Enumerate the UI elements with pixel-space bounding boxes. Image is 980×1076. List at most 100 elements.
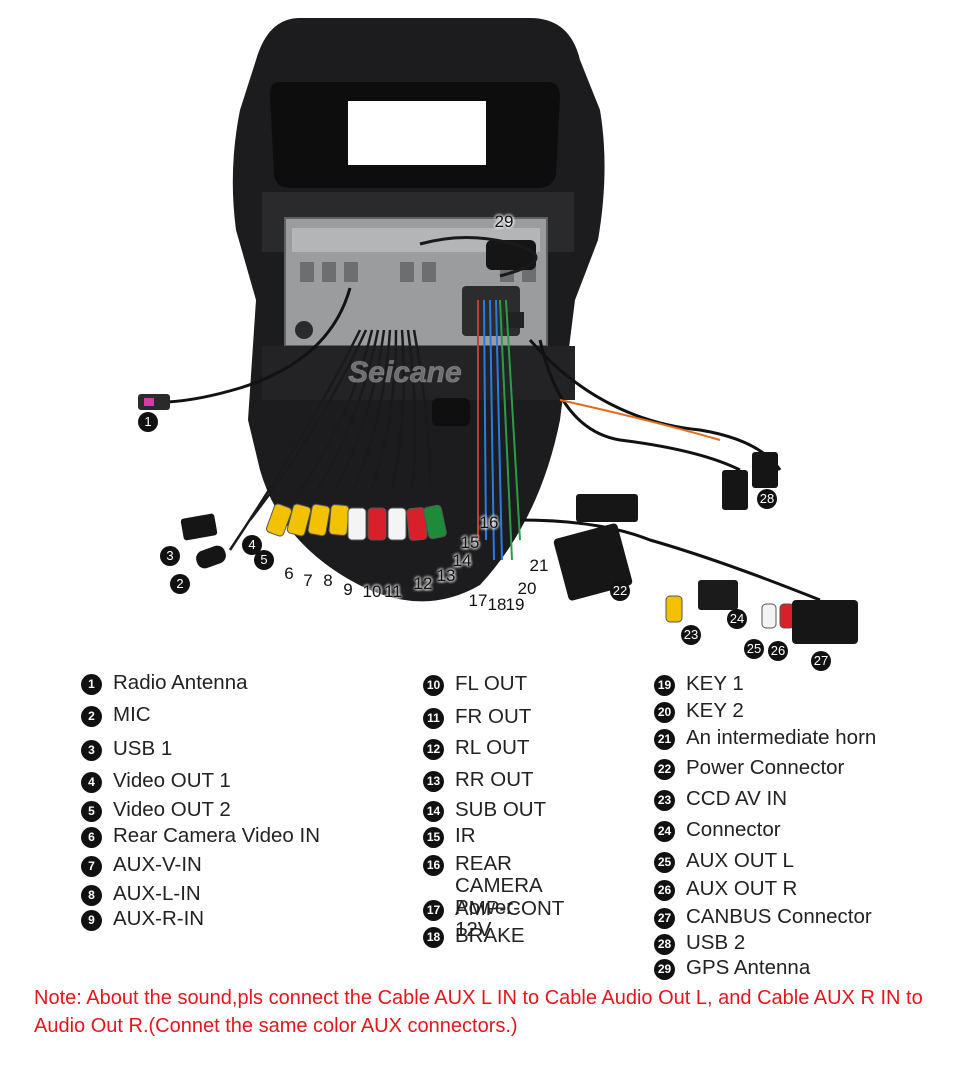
rca-connector bbox=[328, 504, 350, 536]
legend-number: 13 bbox=[423, 771, 444, 792]
legend-item: 26 AUX OUT R bbox=[654, 878, 797, 901]
watermark: Seicane bbox=[348, 356, 461, 389]
rca-connector bbox=[286, 503, 312, 537]
legend-label: AUX OUT R bbox=[686, 877, 798, 900]
legend-label: RL OUT bbox=[455, 736, 530, 759]
legend-item: 3 USB 1 bbox=[81, 738, 172, 761]
legend-label: KEY 1 bbox=[686, 672, 744, 695]
legend-label: AUX OUT L bbox=[686, 849, 794, 872]
legend-label: REAR CAMERA Power-12V bbox=[455, 852, 543, 941]
callout-11: 11 bbox=[384, 582, 402, 601]
legend-number: 29 bbox=[654, 959, 675, 980]
legend-label: Rear Camera Video IN bbox=[113, 824, 320, 847]
legend-item: 14 SUB OUT bbox=[423, 799, 546, 822]
rca-connector bbox=[665, 595, 683, 623]
legend-number: 15 bbox=[423, 827, 444, 848]
legend-item: 1 Radio Antenna bbox=[81, 672, 248, 695]
callout-26: 26 bbox=[768, 641, 788, 661]
callout-22: 22 bbox=[610, 581, 630, 601]
callout-3: 3 bbox=[160, 546, 180, 566]
head-unit-illustration: Seicane bbox=[138, 18, 858, 644]
legend-number: 20 bbox=[654, 702, 675, 723]
legend-label: Connector bbox=[686, 818, 781, 841]
sound-connection-note: Note: About the sound,pls connect the Ca… bbox=[34, 987, 923, 1037]
legend-label: USB 1 bbox=[113, 737, 173, 760]
legend-label: KEY 2 bbox=[686, 699, 744, 722]
callout-5: 5 bbox=[254, 550, 274, 570]
legend-number: 21 bbox=[654, 729, 675, 750]
legend-label: AUX-L-IN bbox=[113, 882, 201, 905]
power-connector bbox=[553, 523, 633, 601]
legend-label: SUB OUT bbox=[455, 798, 547, 821]
rca-connector bbox=[387, 507, 407, 541]
usb-connector bbox=[752, 452, 778, 488]
legend-number: 11 bbox=[423, 708, 444, 729]
legend-label: FL OUT bbox=[455, 672, 528, 695]
callout-4: 4 bbox=[242, 535, 262, 555]
callout-27: 27 bbox=[811, 651, 831, 671]
callout-15: 15 bbox=[460, 533, 480, 552]
legend-item: 12 RL OUT bbox=[423, 737, 529, 760]
legend-label: GPS Antenna bbox=[686, 956, 811, 979]
legend-label: Video OUT 1 bbox=[113, 769, 231, 792]
legend-label: BRAKE bbox=[455, 924, 525, 947]
legend-item: 15 IR bbox=[423, 825, 476, 848]
legend-number: 18 bbox=[423, 927, 444, 948]
usb-connector bbox=[180, 513, 218, 541]
legend-label: Radio Antenna bbox=[113, 671, 248, 694]
callout-28: 28 bbox=[757, 489, 777, 509]
legend-label: AUX-V-IN bbox=[113, 853, 202, 876]
legend-label: RR OUT bbox=[455, 768, 534, 791]
legend-number: 3 bbox=[81, 740, 102, 761]
rca-connector bbox=[307, 503, 331, 537]
callout-7: 7 bbox=[303, 571, 313, 590]
callout-8: 8 bbox=[323, 571, 333, 590]
legend-number: 28 bbox=[654, 934, 675, 955]
rca-connector bbox=[347, 507, 367, 541]
legend-number: 7 bbox=[81, 856, 102, 877]
callout-29: 29 bbox=[494, 212, 514, 231]
legend-label: Power Connector bbox=[686, 756, 845, 779]
legend-item: 29 GPS Antenna bbox=[654, 957, 810, 980]
canbus-connector bbox=[792, 600, 858, 644]
legend-number: 1 bbox=[81, 674, 102, 695]
legend-item: 20 KEY 2 bbox=[654, 700, 744, 723]
legend-number: 26 bbox=[654, 880, 675, 901]
legend-number: 9 bbox=[81, 910, 102, 931]
legend-number: 10 bbox=[423, 675, 444, 696]
legend-label: Video OUT 2 bbox=[113, 798, 231, 821]
legend-number: 14 bbox=[423, 801, 444, 822]
legend-number: 23 bbox=[654, 790, 675, 811]
callout-10: 10 bbox=[362, 582, 382, 601]
legend-item: 24 Connector bbox=[654, 819, 781, 842]
legend-label: IR bbox=[455, 824, 476, 847]
callout-13: 13 bbox=[436, 566, 456, 585]
legend-number: 24 bbox=[654, 821, 675, 842]
rca-connector bbox=[367, 507, 387, 541]
legend-number: 12 bbox=[423, 739, 444, 760]
callout-24: 24 bbox=[727, 609, 747, 629]
legend-number: 27 bbox=[654, 908, 675, 929]
callout-17: 17 bbox=[468, 591, 488, 610]
legend-item: 16 REAR CAMERA Power-12V bbox=[423, 853, 543, 941]
legend-label: FR OUT bbox=[455, 705, 532, 728]
callout-25: 25 bbox=[744, 639, 764, 659]
wiring-diagram: Seicane 1 2 3 4 5 6 7 8 9 10 11 12 13 14… bbox=[138, 18, 858, 671]
legend-number: 16 bbox=[423, 855, 444, 876]
legend-item: 11 FR OUT bbox=[423, 706, 531, 729]
callout-2: 2 bbox=[170, 574, 190, 594]
callout-20: 20 bbox=[517, 579, 537, 598]
legend-number: 2 bbox=[81, 706, 102, 727]
rca-connector bbox=[423, 504, 447, 540]
callout-23: 23 bbox=[681, 625, 701, 645]
connector-24 bbox=[698, 580, 738, 610]
